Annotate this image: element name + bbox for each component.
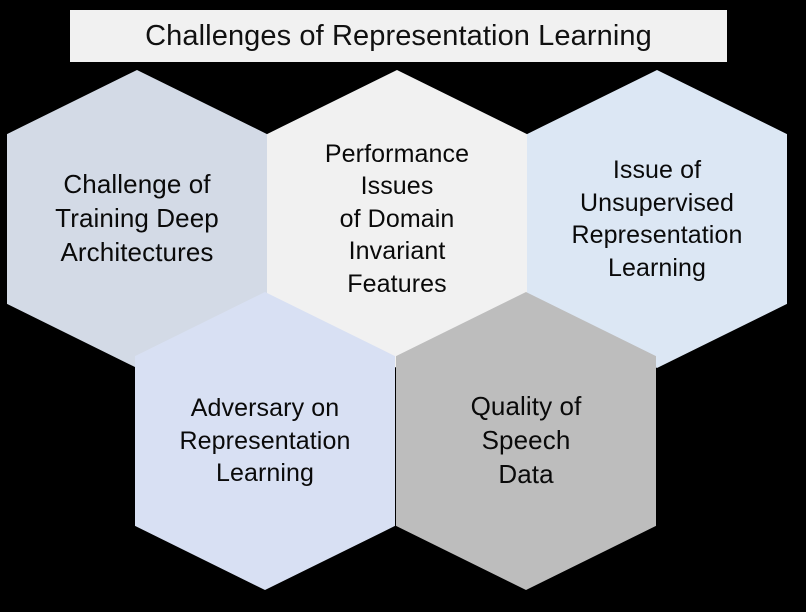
- hex-node-label: Adversary on Representation Learning: [179, 394, 351, 488]
- hex-node-label: Issue of Unsupervised Representation Lea…: [571, 156, 743, 282]
- page-title: Challenges of Representation Learning: [145, 19, 652, 52]
- hex-node-label: Performance Issues of Domain Invariant F…: [324, 139, 470, 298]
- hex-node-challenge-training-deep-architectures[interactable]: Challenge of Training Deep Architectures: [7, 70, 267, 368]
- page-title-banner: Challenges of Representation Learning: [70, 10, 727, 62]
- hex-node-label: Challenge of Training Deep Architectures: [55, 169, 219, 267]
- hex-node-adversary-representation-learning[interactable]: Adversary on Representation Learning: [135, 292, 395, 590]
- hex-node-label: Quality of Speech Data: [470, 391, 582, 489]
- hex-node-quality-speech-data[interactable]: Quality of Speech Data: [396, 292, 656, 590]
